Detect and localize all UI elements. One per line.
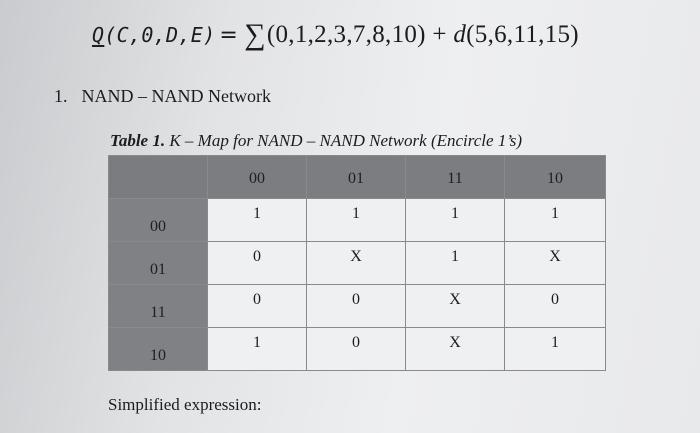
karnaugh-map-table: 00 01 11 10 00 1 1 1 1 01 0 X 1 X 11 0 0… [108,155,606,371]
kmap-cell: 0 [504,284,606,328]
dont-care-list: (5,6,11,15) [466,21,579,48]
kmap-row-header: 00 [108,198,208,242]
boolean-function-formula: Q(C,0,D,E)=∑(0,1,2,3,7,8,10) + d(5,6,11,… [92,18,579,52]
kmap-row: 10 1 0 X 1 [108,327,606,371]
kmap-row-header: 01 [108,241,208,285]
kmap-col-header: 10 [504,155,606,199]
kmap-col-header: 11 [405,155,505,199]
kmap-cell: X [405,327,505,371]
equals-sign: = [219,23,239,48]
kmap-cell: 1 [405,241,505,285]
section-heading: 1. NAND – NAND Network [54,86,271,107]
plus-sign: + [432,21,447,48]
function-name: Q(C,0,D,E) [92,23,216,47]
kmap-cell: X [504,241,606,285]
kmap-cell: X [405,284,505,328]
section-title: NAND – NAND Network [81,86,271,106]
kmap-col-header: 00 [207,155,307,199]
section-number: 1. [54,86,68,106]
table-caption-text: K – Map for NAND – NAND Network (Encircl… [169,131,523,150]
sigma-symbol: ∑ [244,18,266,51]
kmap-cell: 0 [306,284,406,328]
function-args: (C,0,D,E) [104,23,216,47]
kmap-cell: 1 [306,198,406,242]
kmap-row: 01 0 X 1 X [108,241,606,285]
kmap-cell: 0 [207,284,307,328]
kmap-row: 00 1 1 1 1 [108,198,606,242]
kmap-corner-cell [108,155,208,199]
dont-care-symbol: d [453,21,467,48]
kmap-cell: 1 [405,198,505,242]
kmap-row: 11 0 0 X 0 [108,284,606,328]
minterm-list: (0,1,2,3,7,8,10) [266,21,426,48]
kmap-cell: 0 [306,327,406,371]
kmap-col-header: 01 [306,155,406,199]
kmap-cell: 0 [207,241,307,285]
simplified-expression-label: Simplified expression: [108,395,262,414]
kmap-cell: 1 [504,327,606,371]
kmap-cell: 1 [504,198,606,242]
table-caption-label: Table 1. [110,131,166,150]
kmap-cell: 1 [207,198,307,242]
kmap-row-header: 11 [108,284,208,328]
kmap-header-row: 00 01 11 10 [108,155,606,199]
table-caption: Table 1. K – Map for NAND – NAND Network… [110,131,522,151]
kmap-row-header: 10 [108,327,208,371]
kmap-cell: X [306,241,406,285]
kmap-cell: 1 [207,327,307,371]
